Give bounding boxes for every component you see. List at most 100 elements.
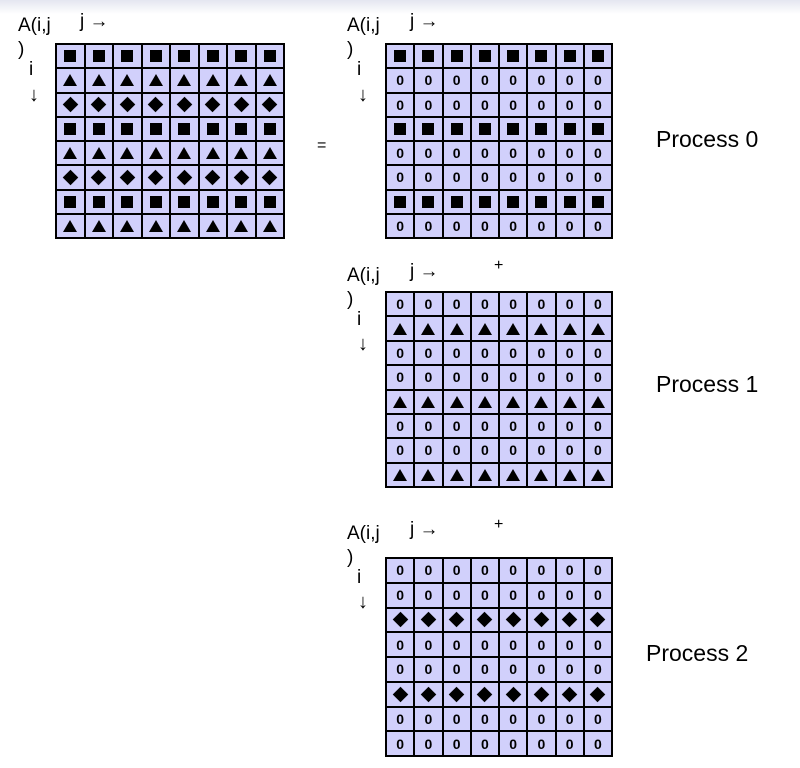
zero-cell: 0 xyxy=(500,658,529,683)
diamond-icon xyxy=(62,169,79,186)
matrix-label-a-ij: A(i,j xyxy=(347,15,380,36)
diamond-icon xyxy=(261,169,278,186)
i-axis-label: i xyxy=(357,567,362,588)
diamond-cell xyxy=(528,608,557,634)
zero-cell: 0 xyxy=(584,166,613,191)
closing-paren: ) xyxy=(347,547,354,568)
zero-cell: 0 xyxy=(556,732,585,757)
zero-cell: 0 xyxy=(584,214,613,239)
triangle-cell xyxy=(415,390,444,415)
triangle-cell xyxy=(114,69,143,94)
diamond-cell xyxy=(85,93,114,118)
square-icon xyxy=(450,50,463,63)
triangle-icon xyxy=(393,395,408,408)
zero-cell: 0 xyxy=(584,559,613,584)
diamond-icon xyxy=(448,612,465,628)
zero-cell: 0 xyxy=(415,707,444,733)
diamond-icon xyxy=(119,96,136,113)
zero-cell: 0 xyxy=(415,633,444,658)
zero-cell: 0 xyxy=(387,93,416,118)
zero-cell: 0 xyxy=(584,142,613,167)
square-cell xyxy=(387,117,416,142)
triangle-cell xyxy=(528,463,557,488)
zero-cell: 0 xyxy=(500,633,529,658)
square-icon xyxy=(121,122,134,135)
diamond-icon xyxy=(147,96,164,113)
diamond-icon xyxy=(392,686,408,702)
i-axis-label: i xyxy=(357,309,362,330)
square-icon xyxy=(64,122,77,135)
zero-cell: 0 xyxy=(471,69,500,94)
triangle-cell xyxy=(85,214,114,239)
square-cell xyxy=(57,117,86,142)
square-cell xyxy=(443,190,472,215)
diamond-cell xyxy=(387,682,416,708)
zero-cell: 0 xyxy=(387,69,416,94)
square-cell xyxy=(443,45,472,70)
zero-cell: 0 xyxy=(528,559,557,584)
triangle-cell xyxy=(85,69,114,94)
square-icon xyxy=(263,122,276,135)
square-cell xyxy=(471,117,500,142)
diamond-cell xyxy=(114,93,143,118)
diamond-cell xyxy=(556,608,585,634)
square-cell xyxy=(228,45,257,70)
zero-cell: 0 xyxy=(443,707,472,733)
triangle-cell xyxy=(471,390,500,415)
zero-cell: 0 xyxy=(415,69,444,94)
square-icon xyxy=(235,122,248,135)
square-icon xyxy=(394,195,407,208)
triangle-cell xyxy=(256,142,285,167)
diamond-icon xyxy=(261,96,278,113)
square-cell xyxy=(584,45,613,70)
triangle-cell xyxy=(57,69,86,94)
i-down-arrow-icon: ↓ xyxy=(358,84,368,106)
diamond-cell xyxy=(443,608,472,634)
square-icon xyxy=(121,195,134,208)
triangle-cell xyxy=(556,463,585,488)
zero-cell: 0 xyxy=(387,583,416,609)
matrix-label-a-ij: A(i,j xyxy=(347,523,380,544)
square-icon xyxy=(478,195,491,208)
zero-cell: 0 xyxy=(471,293,500,318)
zero-cell: 0 xyxy=(471,166,500,191)
triangle-icon xyxy=(421,322,436,335)
zero-cell: 0 xyxy=(584,633,613,658)
triangle-icon xyxy=(506,322,521,335)
square-cell xyxy=(415,45,444,70)
zero-cell: 0 xyxy=(500,69,529,94)
zero-cell: 0 xyxy=(443,366,472,391)
triangle-cell xyxy=(556,390,585,415)
zero-cell: 0 xyxy=(528,142,557,167)
zero-cell: 0 xyxy=(471,732,500,757)
zero-cell: 0 xyxy=(471,341,500,367)
zero-cell: 0 xyxy=(528,439,557,464)
process-label: Process 2 xyxy=(646,640,749,666)
triangle-cell xyxy=(57,214,86,239)
square-icon xyxy=(121,50,134,63)
triangle-icon xyxy=(120,147,135,160)
zero-cell: 0 xyxy=(556,166,585,191)
diamond-icon xyxy=(420,612,437,628)
triangle-icon xyxy=(449,468,464,481)
square-icon xyxy=(535,122,548,135)
diamond-icon xyxy=(477,612,493,628)
i-axis-label: i xyxy=(357,59,362,80)
triangle-icon xyxy=(148,74,163,87)
triangle-cell xyxy=(114,214,143,239)
zero-cell: 0 xyxy=(556,293,585,318)
triangle-icon xyxy=(590,468,605,481)
i-down-arrow-icon: ↓ xyxy=(358,591,368,613)
square-icon xyxy=(478,50,491,63)
diamond-icon xyxy=(176,96,193,113)
triangle-icon xyxy=(234,74,249,87)
square-icon xyxy=(507,122,520,135)
triangle-icon xyxy=(205,219,220,232)
diamond-icon xyxy=(233,96,250,113)
square-cell xyxy=(471,190,500,215)
diamond-icon xyxy=(233,169,250,186)
square-cell xyxy=(256,117,285,142)
zero-cell: 0 xyxy=(471,583,500,609)
zero-cell: 0 xyxy=(443,341,472,367)
